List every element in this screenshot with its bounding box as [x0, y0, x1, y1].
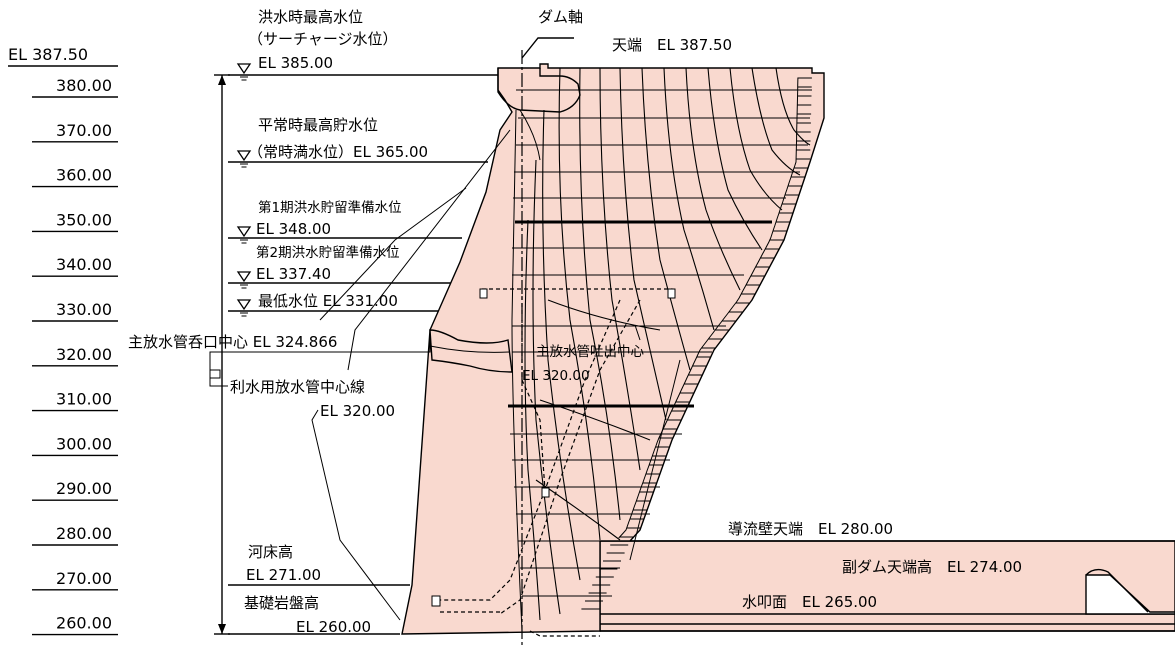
- main-outlet-el: EL 320.00: [522, 368, 590, 384]
- dam-axis-label: ダム軸: [538, 8, 583, 26]
- main-outlet-label: 主放水管吐出中心: [536, 344, 644, 360]
- apron-label: 水叩面 EL 265.00: [742, 593, 877, 611]
- water-level-icon: [236, 271, 252, 289]
- elevation-scale: EL 387.50 380.00 370.00 360.00 350.00 340.00…: [8, 45, 118, 636]
- flood-max-label-2: （サーチャージ水位）: [248, 30, 398, 48]
- contour-line: [707, 67, 763, 251]
- contour-line: [532, 159, 561, 615]
- scale-top-label: EL 387.50: [8, 45, 88, 64]
- bedrock-label: 基礎岩盤高: [244, 594, 319, 612]
- scale-tick-label: 340.00: [56, 255, 112, 274]
- water-level-icon: [236, 299, 252, 317]
- contour-line: [558, 67, 601, 541]
- water-level-icon: [236, 226, 252, 244]
- crest-label: 天端 EL 387.50: [612, 36, 732, 54]
- flood2-label: 第2期洪水貯留準備水位: [256, 244, 400, 261]
- scale-tick-label: 320.00: [56, 345, 112, 364]
- flood2-el: EL 337.40: [256, 265, 331, 283]
- leader-lines: [209, 129, 681, 621]
- contour-line: [641, 67, 691, 371]
- water-level-markers: [236, 63, 252, 317]
- scale-ticks: 380.00 370.00 360.00 350.00 340.00 330.00 320.…: [32, 76, 118, 636]
- flood1-el: EL 348.00: [256, 220, 331, 238]
- scale-tick-label: 270.00: [56, 569, 112, 588]
- scale-tick-label: 260.00: [56, 614, 112, 633]
- scale-tick-label: 360.00: [56, 166, 112, 185]
- riverbed-el: EL 271.00: [246, 566, 321, 584]
- contour-line: [751, 67, 801, 176]
- sub-dam-label: 副ダム天端高 EL 274.00: [842, 558, 1022, 576]
- normal-max-label-2: （常時満水位）EL 365.00: [248, 143, 428, 161]
- min-level-label: 最低水位 EL 331.00: [258, 292, 398, 310]
- scale-tick-label: 280.00: [56, 524, 112, 543]
- contour-line: [539, 399, 651, 441]
- flood1-label: 第1期洪水貯留準備水位: [258, 199, 402, 216]
- apron-structure: [599, 540, 1175, 632]
- dimension-line: [214, 74, 230, 635]
- water-use-el: EL 320.00: [320, 402, 395, 420]
- contour-line: [599, 67, 641, 471]
- dam-body-fill: [401, 63, 825, 635]
- water-level-icon: [236, 63, 252, 81]
- bedrock-el: EL 260.00: [296, 618, 371, 636]
- dam-body: [401, 63, 825, 635]
- contour-line: [579, 67, 621, 521]
- intake-structure: [429, 329, 513, 373]
- guide-wall-label: 導流壁天端 EL 280.00: [728, 520, 893, 538]
- flood-max-label-1: 洪水時最高水位: [258, 8, 363, 26]
- scale-tick-label: 310.00: [56, 390, 112, 409]
- scale-tick-label: 380.00: [56, 76, 112, 95]
- scale-tick-label: 300.00: [56, 434, 112, 453]
- water-level-icon: [236, 150, 252, 168]
- contour-line: [619, 67, 667, 421]
- scale-tick-label: 370.00: [56, 121, 112, 140]
- contour-line: [685, 67, 741, 291]
- flood-max-el: EL 385.00: [258, 54, 333, 72]
- contour-line: [542, 109, 581, 581]
- scale-tick-label: 350.00: [56, 210, 112, 229]
- contour-line: [524, 219, 541, 621]
- construction-joints: [508, 89, 812, 597]
- contour-line: [547, 299, 661, 331]
- annotations: 洪水時最高水位 （サーチャージ水位） EL 385.00 ダム軸 天端 EL 3…: [128, 8, 1022, 636]
- contour-line: [535, 479, 621, 541]
- scale-tick-label: 290.00: [56, 479, 112, 498]
- scale-tick-label: 330.00: [56, 300, 112, 319]
- riverbed-label: 河床高: [248, 543, 293, 561]
- main-intake-label: 主放水管呑口中心 EL 324.866: [128, 333, 337, 351]
- normal-max-label-1: 平常時最高貯水位: [258, 116, 378, 134]
- water-use-label: 利水用放水管中心線: [230, 378, 365, 396]
- water-level-lines: [228, 74, 498, 635]
- outlet-conduits: [431, 288, 676, 637]
